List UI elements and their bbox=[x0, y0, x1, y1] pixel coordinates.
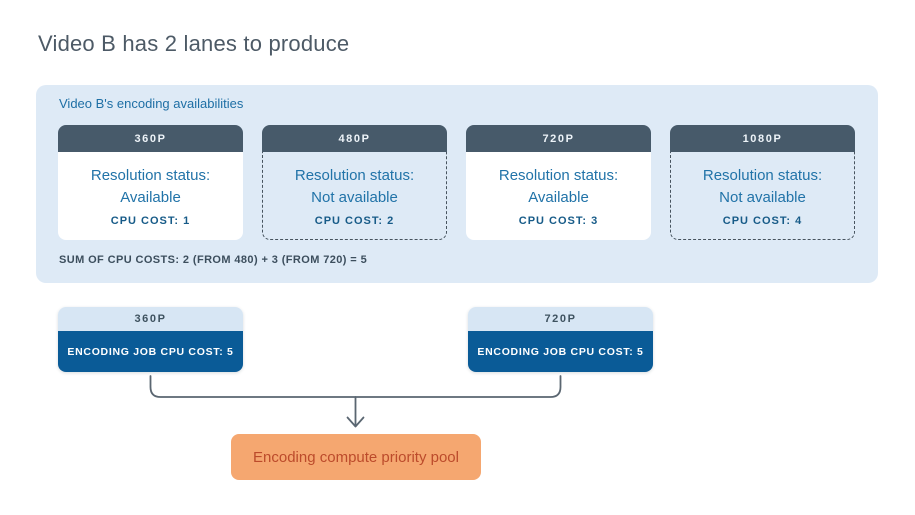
status-label: Resolution status: bbox=[702, 166, 823, 184]
card-body: Resolution status: Available CPU COST: 3 bbox=[466, 152, 651, 240]
availability-panel: Video B's encoding availabilities 360P R… bbox=[36, 85, 878, 283]
resolution-card-480p: 480P Resolution status: Not available CP… bbox=[262, 125, 447, 240]
job-card-header: 720P bbox=[468, 307, 653, 331]
resolution-card-1080p: 1080P Resolution status: Not available C… bbox=[670, 125, 855, 240]
priority-pool-label: Encoding compute priority pool bbox=[253, 448, 459, 466]
card-header: 1080P bbox=[670, 125, 855, 152]
page-title: Video B has 2 lanes to produce bbox=[38, 31, 350, 56]
card-header: 360P bbox=[58, 125, 243, 152]
status-value: Not available bbox=[719, 188, 806, 206]
arrow-down-icon bbox=[346, 416, 365, 428]
cpu-cost: CPU COST: 4 bbox=[722, 214, 803, 227]
status-label: Resolution status: bbox=[294, 166, 415, 184]
cpu-cost: CPU COST: 1 bbox=[110, 215, 191, 227]
cpu-cost: CPU COST: 3 bbox=[518, 215, 599, 227]
priority-pool-box: Encoding compute priority pool bbox=[231, 434, 481, 480]
cpu-cost: CPU COST: 2 bbox=[314, 214, 395, 227]
job-card-label: ENCODING JOB CPU COST: 5 bbox=[58, 331, 243, 372]
status-value: Not available bbox=[311, 188, 398, 206]
status-label: Resolution status: bbox=[90, 167, 211, 184]
encoding-job-card-720p: 720P ENCODING JOB CPU COST: 5 bbox=[468, 307, 653, 372]
panel-title: Video B's encoding availabilities bbox=[59, 96, 244, 111]
resolution-cards-row: 360P Resolution status: Available CPU CO… bbox=[58, 125, 855, 240]
card-body: Resolution status: Not available CPU COS… bbox=[262, 152, 447, 240]
status-value: Available bbox=[120, 189, 181, 206]
job-card-header: 360P bbox=[58, 307, 243, 331]
encoding-job-card-360p: 360P ENCODING JOB CPU COST: 5 bbox=[58, 307, 243, 372]
status-value: Available bbox=[528, 189, 589, 206]
job-card-label: ENCODING JOB CPU COST: 5 bbox=[468, 331, 653, 372]
card-header: 480P bbox=[262, 125, 447, 152]
card-header: 720P bbox=[466, 125, 651, 152]
card-body: Resolution status: Not available CPU COS… bbox=[670, 152, 855, 240]
brace-connector bbox=[149, 375, 562, 398]
resolution-card-720p: 720P Resolution status: Available CPU CO… bbox=[466, 125, 651, 240]
card-body: Resolution status: Available CPU COST: 1 bbox=[58, 152, 243, 240]
status-label: Resolution status: bbox=[498, 167, 619, 184]
resolution-card-360p: 360P Resolution status: Available CPU CO… bbox=[58, 125, 243, 240]
cpu-cost-sum-line: SUM OF CPU COSTS: 2 (FROM 480) + 3 (FROM… bbox=[59, 254, 368, 266]
